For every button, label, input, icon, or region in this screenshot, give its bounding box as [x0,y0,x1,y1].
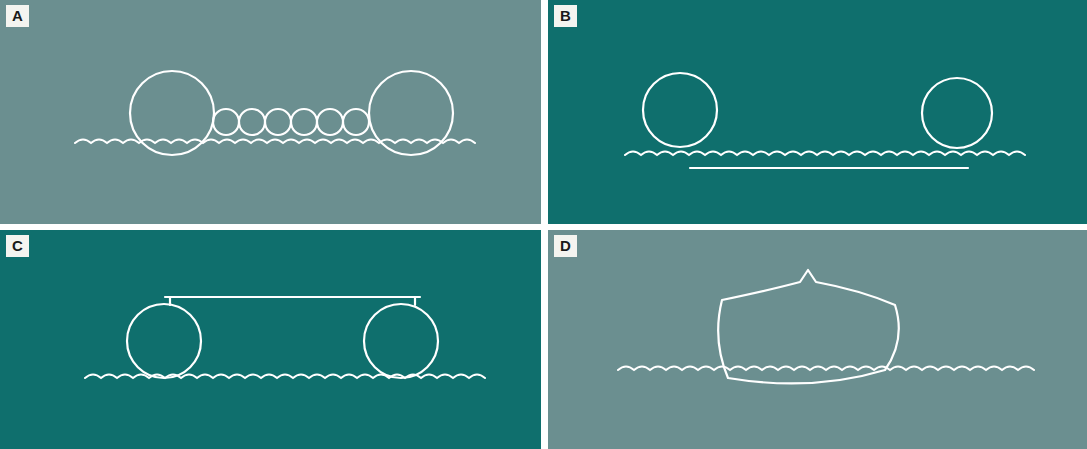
panel [548,0,1087,224]
top-bar [165,297,420,305]
float [643,73,717,147]
bottom-bar [690,167,968,169]
small-float [265,109,291,135]
float [127,304,201,378]
panel-letter: A [6,5,29,27]
small-float [213,109,239,135]
float [922,78,992,148]
water-line [75,140,475,144]
small-float [343,109,369,135]
hull [718,270,899,383]
water-line [618,367,1034,371]
panel [0,230,541,449]
panel-letter: C [6,235,29,257]
panel-letter: D [554,235,577,257]
panel-letter: B [554,5,577,27]
panel [548,230,1087,449]
small-float [239,109,265,135]
small-float [317,109,343,135]
panel [0,0,541,224]
water-line [625,152,1025,156]
water-line [85,375,485,379]
float [364,304,438,378]
small-float [291,109,317,135]
